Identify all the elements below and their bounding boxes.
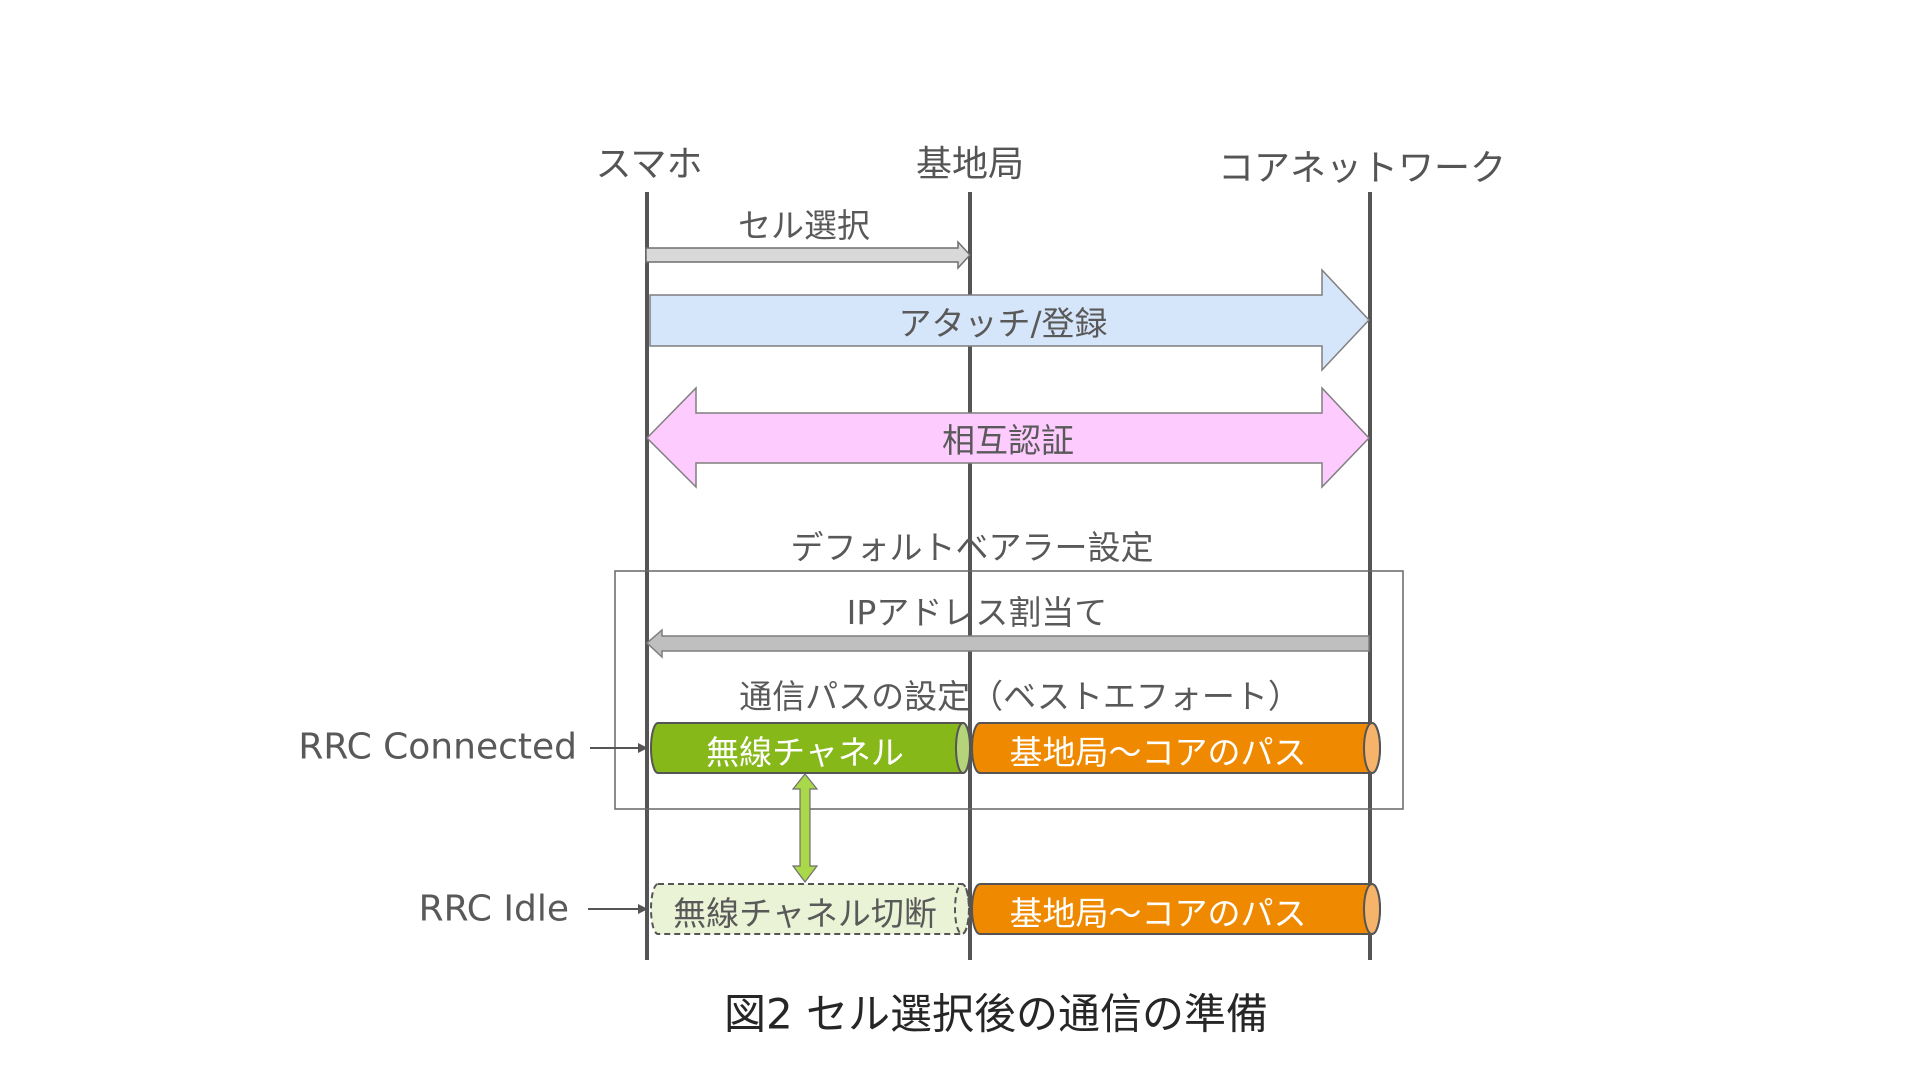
cell-selection-label: セル選択 <box>738 206 870 245</box>
rrc-connected-pointer-head <box>638 743 648 753</box>
attach-arrow <box>649 268 1371 372</box>
core-path-idle-label: 基地局～コアのパス <box>1009 894 1307 933</box>
default-bearer-box <box>614 570 1404 810</box>
core-path-connected-label: 基地局～コアのパス <box>1009 733 1307 772</box>
participant-base-station: 基地局 <box>915 144 1025 185</box>
path-setup-label: 通信パスの設定（ベストエフォート） <box>739 677 1301 716</box>
attach-label: アタッチ/登録 <box>898 304 1108 343</box>
radio-disconnected-label: 無線チャネル切断 <box>673 894 937 933</box>
ip-assign-label: IPアドレス割当て <box>846 593 1108 632</box>
cell-selection-arrow <box>645 240 972 270</box>
core-path-pipe-connected-cap <box>1363 722 1381 774</box>
radio-channel-label: 無線チャネル <box>706 733 904 772</box>
participant-core-network: コアネットワーク <box>1217 148 1507 189</box>
ip-assign-arrow <box>645 628 1370 659</box>
mutual-auth-arrow <box>645 386 1371 489</box>
default-bearer-title: デフォルトベアラー設定 <box>790 528 1154 567</box>
core-path-pipe-idle-cap <box>1363 883 1381 935</box>
mutual-auth-label: 相互認証 <box>942 421 1074 460</box>
figure-caption: 図2 セル選択後の通信の準備 <box>723 989 1269 1039</box>
participant-smartphone: スマホ <box>595 144 703 185</box>
radio-disconnected-pipe-cap <box>954 883 970 935</box>
rrc-connected-label: RRC Connected <box>298 726 577 768</box>
radio-channel-pipe-cap <box>955 722 971 774</box>
rrc-idle-label: RRC Idle <box>418 888 569 930</box>
state-transition-arrow <box>791 773 819 883</box>
rrc-idle-pointer-head <box>638 904 648 914</box>
